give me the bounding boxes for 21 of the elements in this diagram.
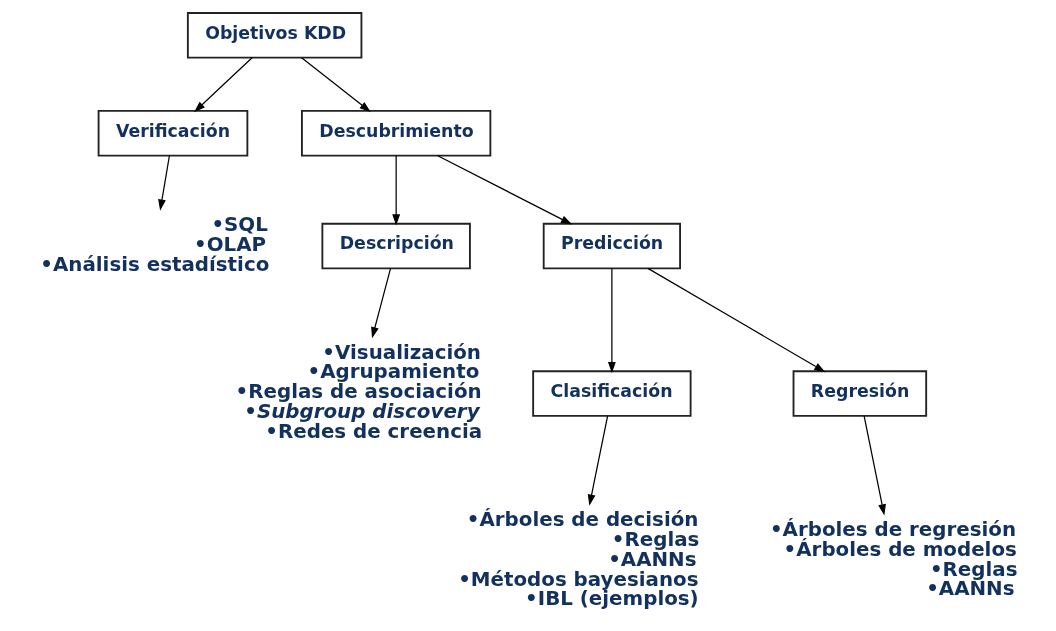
arrow	[300, 57, 371, 113]
node-box: Descripción	[320, 222, 471, 270]
arrow	[863, 415, 886, 516]
node-text: •Árboles de regresión •Árboles de modelos •Reglas •AANNs	[769, 517, 1017, 601]
arrow	[193, 57, 253, 113]
node-box: Predicción	[542, 222, 681, 270]
node-box: Objetivos KDD	[186, 12, 362, 59]
arrow	[370, 267, 391, 339]
arrow	[157, 155, 170, 211]
arrow	[436, 155, 572, 225]
node-text: •Visualización •Agrupamiento •Reglas de asociación •Subgroup discovery •Redes de creencia	[235, 340, 482, 443]
arrow	[587, 415, 608, 506]
node-box: Regresión	[792, 370, 927, 417]
node-text: •Árboles de decisión •Reglas •AANNs •Métodos bayesianos •IBL (ejemplos)	[457, 508, 699, 611]
node-box: Clasificación	[531, 370, 692, 417]
arrow	[391, 155, 400, 226]
arrow	[646, 267, 825, 373]
node-text: •SQL •OLAP •Análisis estadístico	[39, 212, 269, 276]
node-box: Descubrimiento	[300, 110, 491, 157]
arrow	[607, 267, 616, 374]
node-box: Verificación	[97, 110, 248, 157]
